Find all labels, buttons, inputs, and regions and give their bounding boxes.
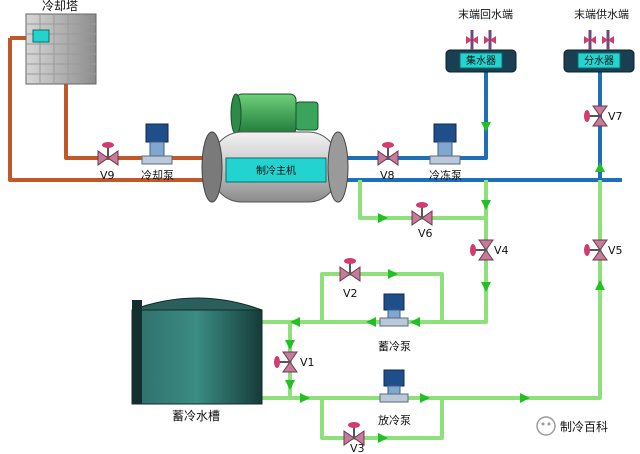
flow-arrow: [481, 282, 491, 292]
cooling-tower-label: 冷却塔: [42, 0, 78, 13]
flow-arrow: [366, 317, 376, 327]
cooling-return-pipe: [8, 38, 212, 182]
valve-v4[interactable]: [470, 239, 494, 261]
distributor-label: 分水器: [584, 55, 614, 67]
flow-arrows: [285, 122, 605, 443]
valve-v2-label: V2: [343, 287, 358, 300]
flow-arrow: [285, 340, 295, 350]
valve-v6-label: V6: [418, 227, 433, 240]
valve-v4-label: V4: [494, 244, 509, 257]
flow-arrow: [388, 269, 398, 279]
supply-end-label: 末端供水端: [574, 7, 629, 21]
flow-arrow: [300, 393, 310, 403]
cooling-pump-label: 冷却泵: [141, 169, 174, 182]
chiller: [201, 93, 349, 203]
valve-v6[interactable]: [411, 202, 433, 226]
valve-v7[interactable]: [584, 105, 608, 127]
valve-v8[interactable]: [377, 142, 399, 166]
cooling-supply-pipe: [64, 82, 212, 160]
flow-arrow: [520, 393, 530, 403]
flow-arrow: [595, 280, 605, 290]
valve-v1-label: V1: [300, 356, 315, 369]
distributor: [563, 30, 635, 73]
flow-arrow: [378, 213, 388, 223]
valve-v7-label: V7: [608, 110, 623, 123]
flow-arrow: [420, 393, 430, 403]
release-pump[interactable]: [379, 369, 409, 403]
storage-tank-label: 蓄冷水槽: [172, 409, 220, 423]
flow-arrow: [481, 122, 491, 132]
valve-v5[interactable]: [584, 239, 608, 261]
chilled-pump-label: 冷冻泵: [429, 168, 462, 182]
valve-v1[interactable]: [274, 351, 298, 373]
wechat-icon: [536, 416, 556, 436]
cooling-tower: [25, 13, 97, 85]
chilled-return-pipe: [338, 72, 488, 160]
valve-v9[interactable]: [97, 142, 119, 166]
watermark: [536, 416, 556, 436]
valve-v5-label: V5: [608, 244, 623, 257]
chiller-label: 制冷主机: [256, 164, 296, 177]
cooling-pump[interactable]: [141, 123, 173, 165]
storage-pump-label: 蓄冷泵: [378, 340, 411, 353]
storage-tank: [131, 297, 263, 405]
chilled-water-loop: [338, 72, 622, 182]
collector: [445, 30, 517, 73]
watermark-text: 制冷百科: [560, 420, 608, 434]
flow-arrow: [481, 200, 491, 210]
flow-arrow: [290, 317, 300, 327]
flow-arrow: [410, 317, 420, 327]
return-end-label: 末端回水端: [458, 7, 513, 21]
valve-v9-label: V9: [100, 169, 115, 182]
chilled-pump[interactable]: [429, 123, 461, 165]
valve-v8-label: V8: [380, 169, 395, 182]
storage-pump[interactable]: [379, 293, 409, 327]
release-pump-label: 放冷泵: [378, 413, 411, 427]
valve-v3-label: V3: [350, 442, 365, 454]
flow-arrow: [595, 162, 605, 172]
flow-arrow: [285, 380, 295, 390]
flow-arrow: [378, 433, 388, 443]
collector-label: 集水器: [466, 54, 496, 67]
valve-v3[interactable]: [343, 422, 365, 446]
valve-v2[interactable]: [339, 258, 361, 282]
